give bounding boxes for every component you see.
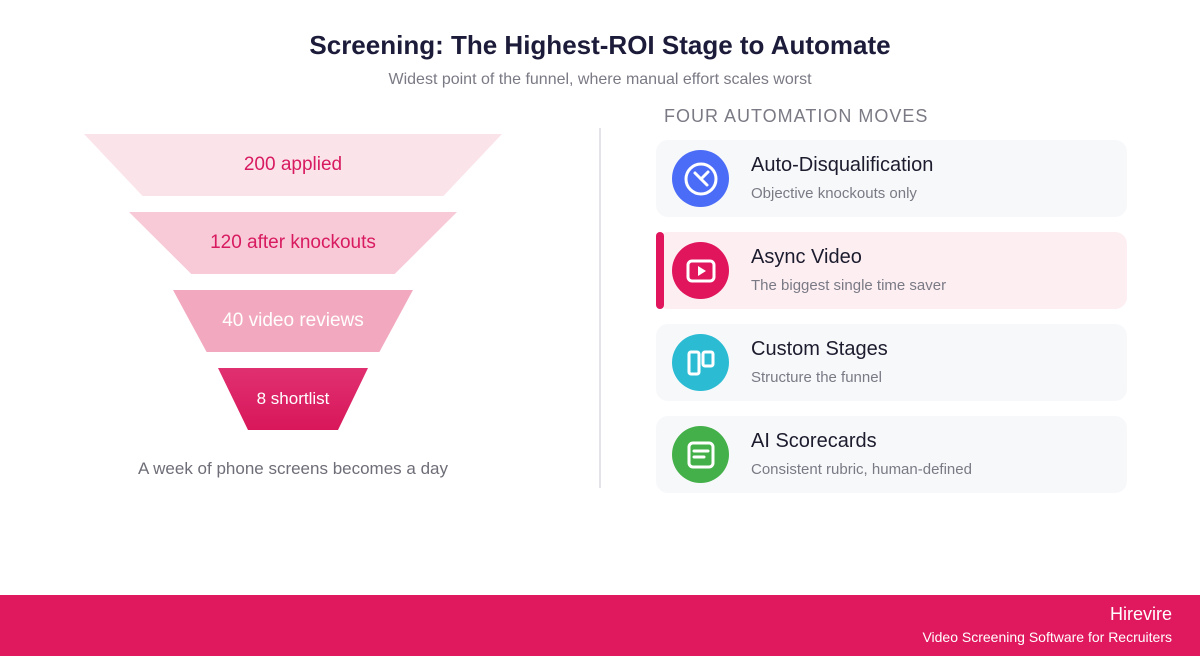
clock-x-icon bbox=[672, 150, 729, 207]
highlight-accent-bar bbox=[656, 232, 664, 309]
move-title: Async Video bbox=[751, 246, 862, 268]
move-title: Auto-Disqualification bbox=[751, 154, 934, 176]
stages-icon bbox=[672, 334, 729, 391]
move-card-auto-disqualification: Auto-Disqualification Objective knockout… bbox=[656, 140, 1127, 217]
move-desc: Structure the funnel bbox=[751, 369, 882, 386]
funnel-caption: A week of phone screens becomes a day bbox=[138, 459, 448, 478]
video-play-icon bbox=[672, 242, 729, 299]
funnel-stage-label: 40 video reviews bbox=[222, 310, 364, 331]
footer-bar: Hirevire Video Screening Software for Re… bbox=[0, 595, 1200, 656]
move-title: AI Scorecards bbox=[751, 430, 877, 452]
move-desc: Consistent rubric, human-defined bbox=[751, 461, 972, 478]
funnel-stage-knockouts: 120 after knockouts bbox=[129, 212, 457, 274]
funnel-stage-shortlist: 8 shortlist bbox=[218, 368, 368, 430]
move-desc: Objective knockouts only bbox=[751, 185, 917, 202]
funnel-stage-applied: 200 applied bbox=[84, 134, 502, 196]
column-divider bbox=[599, 128, 601, 488]
move-desc: The biggest single time saver bbox=[751, 277, 947, 294]
funnel-stage-video-reviews: 40 video reviews bbox=[173, 290, 413, 352]
funnel-stage-label: 8 shortlist bbox=[256, 389, 330, 408]
move-card-async-video: Async Video The biggest single time save… bbox=[656, 232, 1127, 309]
section-heading: FOUR AUTOMATION MOVES bbox=[664, 106, 929, 126]
move-title: Custom Stages bbox=[751, 338, 888, 360]
scorecard-icon bbox=[672, 426, 729, 483]
page-subtitle: Widest point of the funnel, where manual… bbox=[388, 71, 812, 88]
funnel-stage-label: 120 after knockouts bbox=[210, 232, 376, 253]
funnel-stage-label: 200 applied bbox=[243, 154, 343, 175]
move-card-custom-stages: Custom Stages Structure the funnel bbox=[656, 324, 1127, 401]
page-title: Screening: The Highest-ROI Stage to Auto… bbox=[309, 30, 891, 60]
move-card-ai-scorecards: AI Scorecards Consistent rubric, human-d… bbox=[656, 416, 1127, 493]
brand-name: Hirevire bbox=[1109, 604, 1172, 624]
brand-tagline: Video Screening Software for Recruiters bbox=[922, 629, 1172, 645]
